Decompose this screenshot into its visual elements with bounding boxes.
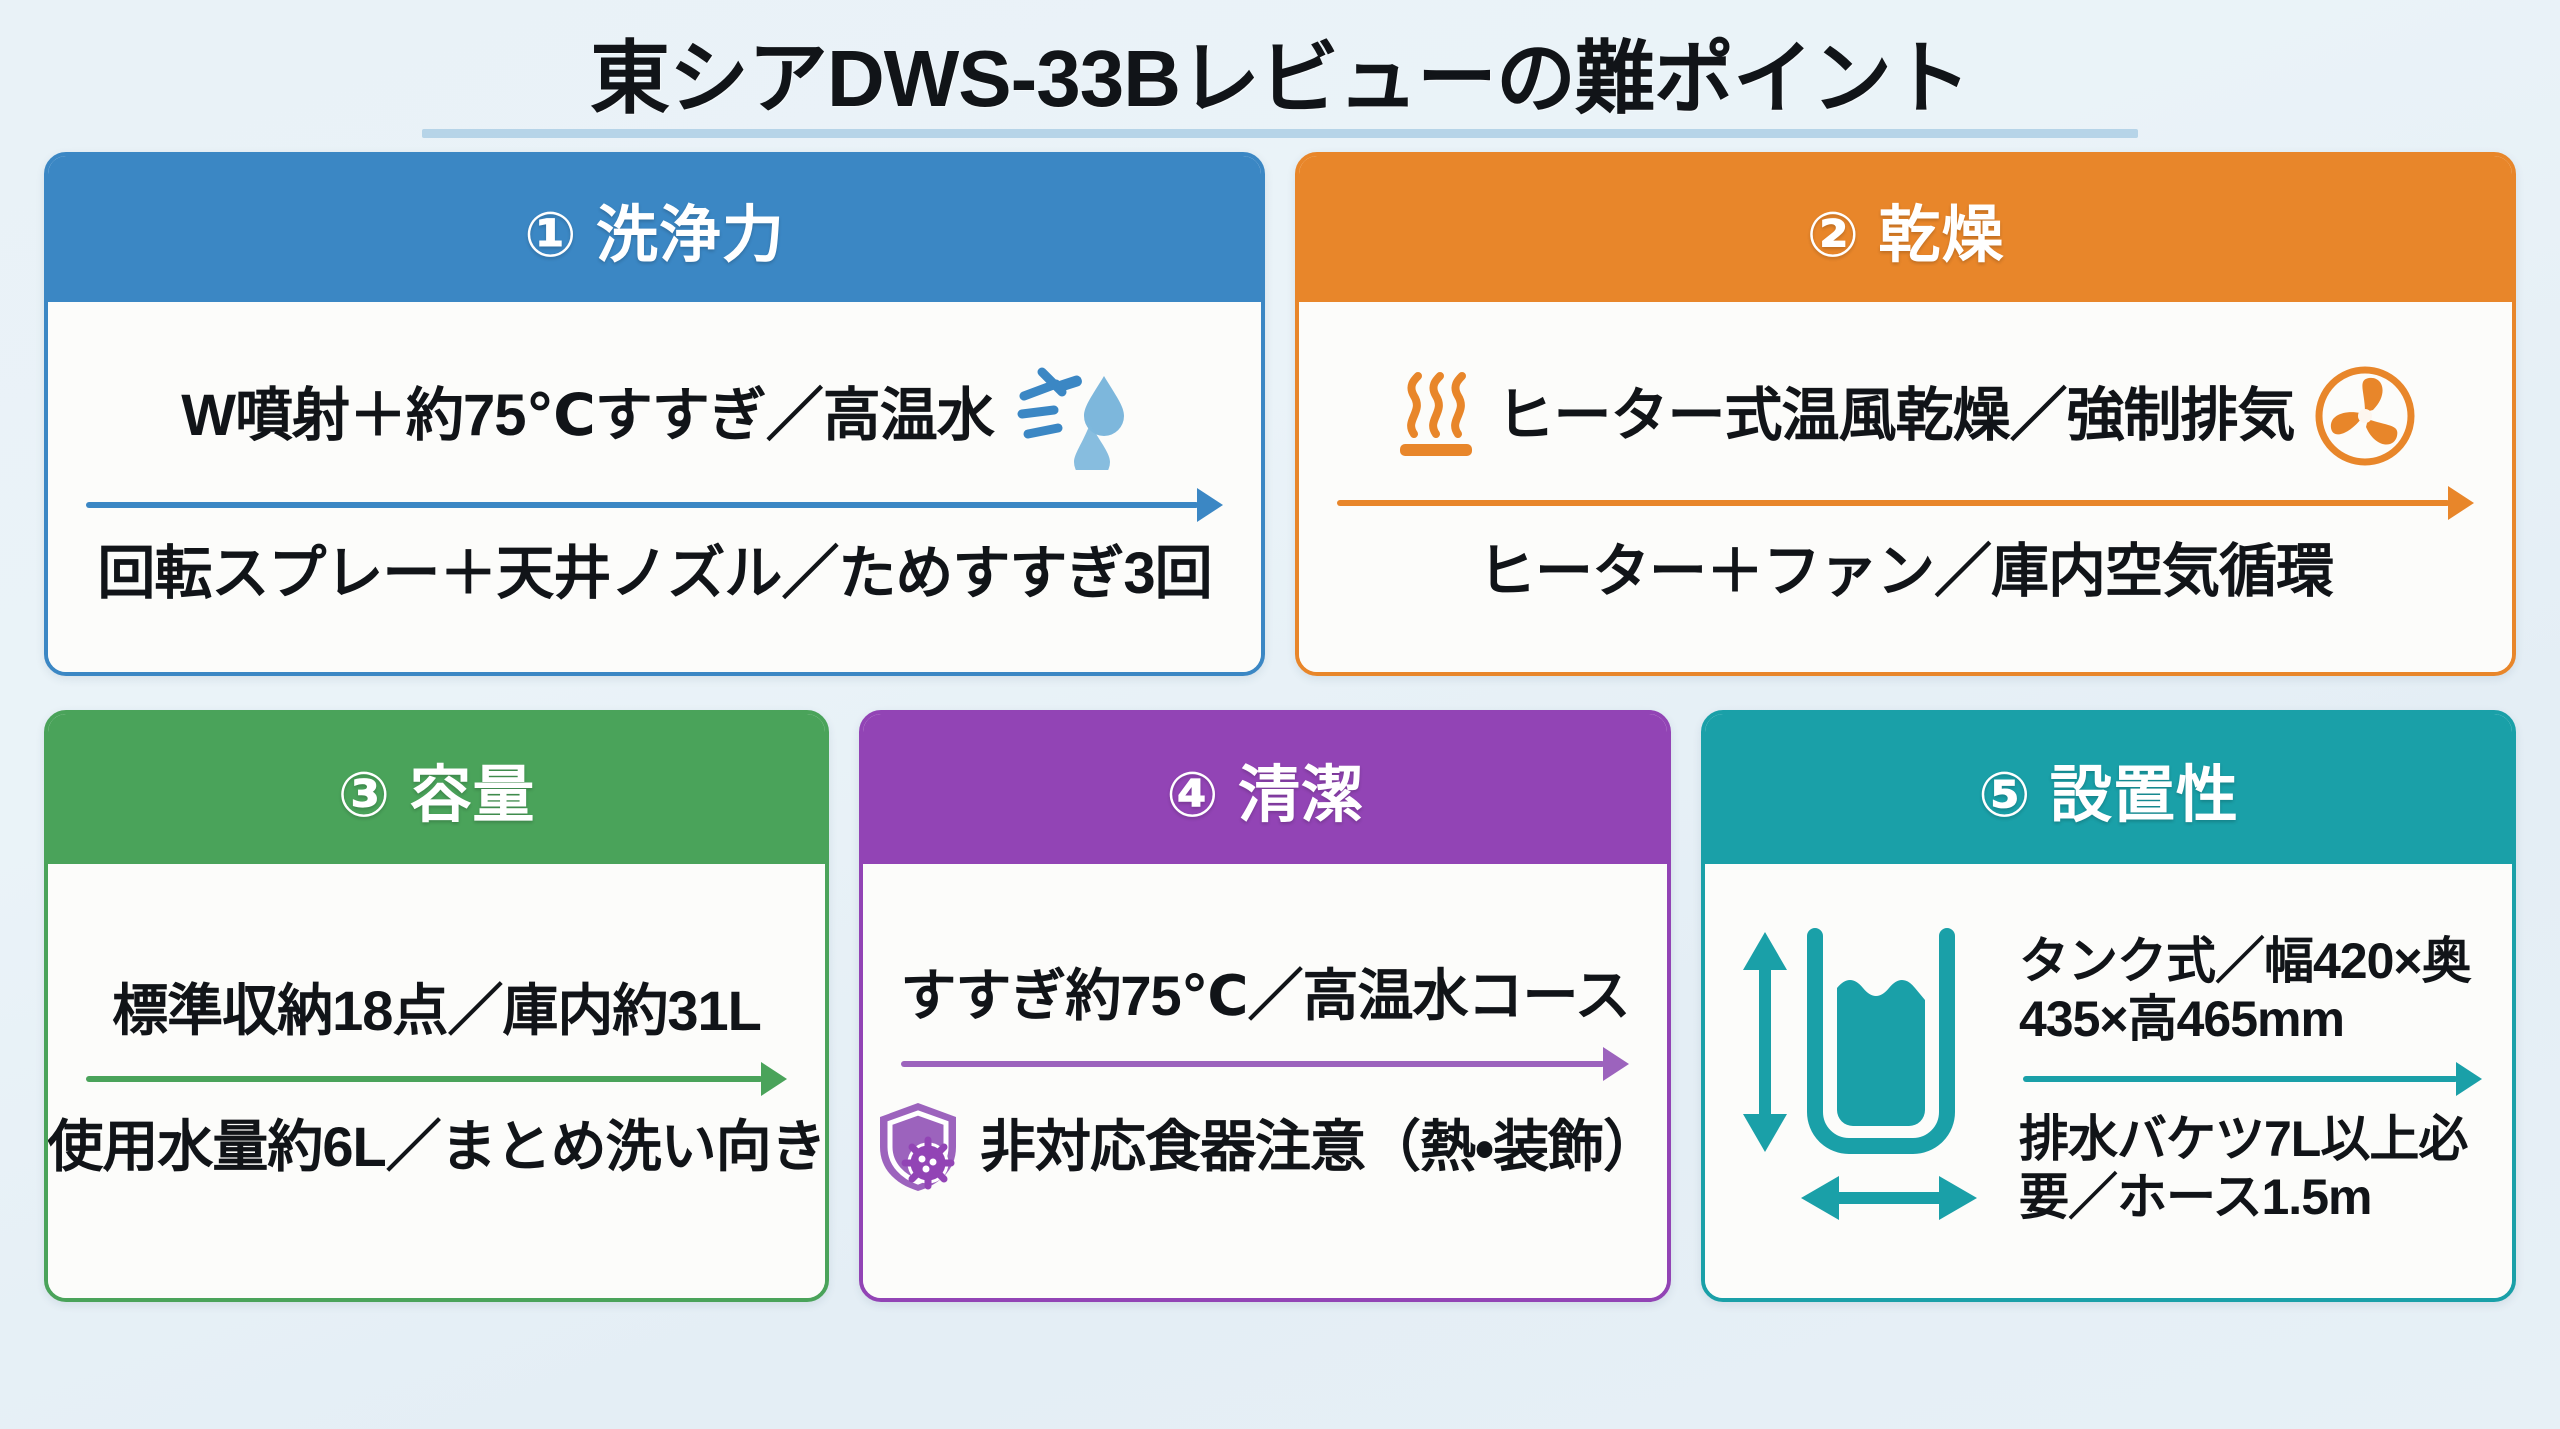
card2-line1: ヒーター式温風乾燥／強制排気 — [1329, 364, 2482, 468]
shield-germ-icon — [872, 1099, 964, 1195]
heat-waves-icon — [1394, 368, 1478, 464]
card2-arrow-head — [2448, 485, 2474, 520]
card-body-cleanliness: すすぎ約75℃／高温水コース — [863, 864, 1667, 1298]
card3-line2-text: 使用水量約6L／まとめ洗い向き — [47, 1115, 826, 1178]
card1-line1-text: W噴射＋約75℃すすぎ／高温水 — [181, 382, 994, 448]
card-capacity: ③ 容量 標準収納18点／庫内約31L 使用水量約6L／まとめ洗い向き — [44, 710, 829, 1302]
card-header-capacity: ③ 容量 — [48, 714, 825, 864]
card5-line2-text: 排水バケツ7L以上必要／ホース1.5m — [2019, 1111, 2468, 1225]
card-header-cleanliness: ④ 清潔 — [863, 714, 1667, 864]
card3-line2: 使用水量約6L／まとめ洗い向き — [48, 1114, 825, 1180]
card2-line1-text: ヒーター式温風乾燥／強制排気 — [1496, 382, 2295, 448]
card-header-drying: ② 乾燥 — [1299, 156, 2512, 302]
card3-line1-text: 標準収納18点／庫内約31L — [112, 978, 762, 1042]
card-row-bottom: ③ 容量 標準収納18点／庫内約31L 使用水量約6L／まとめ洗い向き ④ 清潔… — [44, 710, 2516, 1302]
card4-arrow-head — [1603, 1047, 1629, 1082]
card-drying: ② 乾燥 ヒーター式温風乾燥／強制排気 — [1295, 152, 2516, 676]
title-area: 東シアDWS-33Bレビューの難ポイント — [44, 0, 2516, 152]
card-washing-power: ① 洗浄力 W噴射＋約75℃すすぎ／高温水 — [44, 152, 1265, 676]
card5-arrow-divider — [2023, 1062, 2482, 1096]
card2-arrow-shaft — [1337, 499, 2450, 506]
card5-text-column: タンク式／幅420×奥435×高465mm 排水バケツ7L以上必要／ホース1.5… — [2019, 932, 2486, 1226]
card-header-washing-power: ① 洗浄力 — [48, 156, 1261, 302]
card5-arrow-shaft — [2023, 1076, 2458, 1082]
card4-line1-text: すすぎ約75℃／高温水コース — [900, 963, 1630, 1027]
card-body-installability: タンク式／幅420×奥435×高465mm 排水バケツ7L以上必要／ホース1.5… — [1705, 864, 2512, 1298]
card-row-top: ① 洗浄力 W噴射＋約75℃すすぎ／高温水 — [44, 152, 2516, 676]
card1-line2-text: 回転スプレー＋天井ノズル／ためすすぎ3回 — [97, 540, 1212, 606]
card3-line1: 標準収納18点／庫内約31L — [78, 978, 795, 1044]
card2-arrow-divider — [1337, 485, 2474, 520]
card-installability: ⑤ 設置性 — [1701, 710, 2516, 1302]
card4-line1: すすぎ約75℃／高温水コース — [893, 963, 1637, 1029]
card5-line1: タンク式／幅420×奥435×高465mm — [2019, 932, 2486, 1048]
card4-line2-text: 非対応食器注意（熱・装飾） — [979, 1114, 1659, 1178]
card1-line1: W噴射＋約75℃すすぎ／高温水 — [78, 362, 1231, 470]
card3-arrow-divider — [86, 1062, 787, 1096]
card5-arrow-head — [2456, 1062, 2482, 1096]
water-tank-dimensions-icon — [1725, 914, 2005, 1244]
card3-arrow-head — [761, 1062, 787, 1096]
card5-line1-text: タンク式／幅420×奥435×高465mm — [2019, 933, 2472, 1047]
card2-line2-text: ヒーター＋ファン／庫内空気循環 — [1477, 538, 2334, 604]
card2-line2: ヒーター＋ファン／庫内空気循環 — [1329, 538, 2482, 606]
card3-arrow-shaft — [86, 1076, 763, 1082]
card-body-washing-power: W噴射＋約75℃すすぎ／高温水 — [48, 302, 1261, 672]
page-title: 東シアDWS-33Bレビューの難ポイント — [589, 34, 1971, 123]
card1-line2: 回転スプレー＋天井ノズル／ためすすぎ3回 — [78, 540, 1231, 608]
card1-arrow-shaft — [86, 501, 1199, 508]
card5-line2: 排水バケツ7L以上必要／ホース1.5m — [2019, 1110, 2486, 1226]
card1-arrow-head — [1197, 487, 1223, 522]
card-cleanliness: ④ 清潔 すすぎ約75℃／高温水コース — [859, 710, 1671, 1302]
card1-arrow-divider — [86, 487, 1223, 522]
card4-arrow-shaft — [901, 1061, 1605, 1068]
card-header-installability: ⑤ 設置性 — [1705, 714, 2512, 864]
title-underline — [422, 129, 2138, 138]
fan-icon — [2313, 364, 2417, 468]
card4-line2: 非対応食器注意（熱・装飾） — [879, 1099, 1659, 1195]
card-body-capacity: 標準収納18点／庫内約31L 使用水量約6L／まとめ洗い向き — [48, 864, 825, 1298]
card4-arrow-divider — [901, 1047, 1629, 1082]
spray-water-droplet-icon — [1012, 362, 1128, 470]
card-body-drying: ヒーター式温風乾燥／強制排気 — [1299, 302, 2512, 672]
